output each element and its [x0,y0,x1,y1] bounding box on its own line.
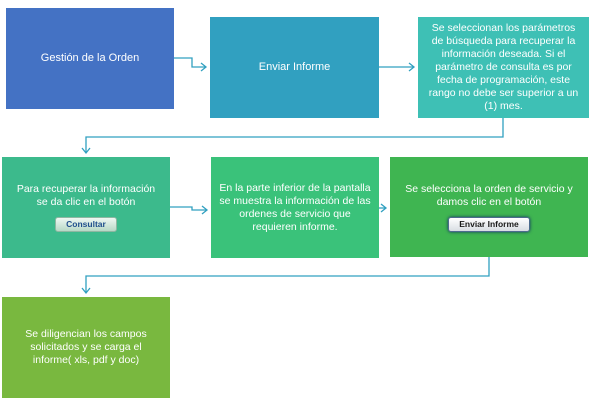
step-label: Gestión de la Orden [40,52,140,64]
step-gestion-orden: Gestión de la Orden [6,8,174,109]
arrow-recuperar-to-inferior [170,206,207,211]
arrowhead [200,62,208,72]
enviar-informe-button[interactable]: Enviar Informe [448,216,530,232]
arrowhead [380,203,388,213]
step-label: Se selecciona la orden de servicio y dam… [405,182,573,208]
step-parte-inferior: En la parte inferior de la pantalla se m… [211,157,379,258]
step-label: En la parte inferior de la pantalla se m… [219,181,371,233]
step-seleccion-orden: Se selecciona la orden de servicio y dam… [390,157,588,257]
arrowhead [81,147,91,155]
consultar-button[interactable]: Consultar [55,217,117,232]
arrowhead [408,62,416,72]
step-seleccion-parametros: Se seleccionan los parámetros de búsqued… [418,17,589,118]
step-label: Se seleccionan los parámetros de búsqued… [428,22,579,112]
arrow-seleccion-to-diligenciar [85,257,490,293]
step-label: Para recuperar la información se da clic… [16,183,156,208]
step-recuperar-informacion: Para recuperar la información se da clic… [2,157,170,258]
step-diligenciar-campos: Se diligencian los campos solicitados y … [2,297,170,398]
step-label: Se diligencian los campos solicitados y … [25,328,147,366]
arrow-gestion-to-enviar [174,57,206,68]
arrow-parametros-to-recuperar [85,118,504,153]
arrowhead [81,287,91,295]
step-enviar-informe: Enviar Informe [210,17,379,118]
step-label: Enviar Informe [258,61,331,73]
arrowhead [201,205,209,215]
